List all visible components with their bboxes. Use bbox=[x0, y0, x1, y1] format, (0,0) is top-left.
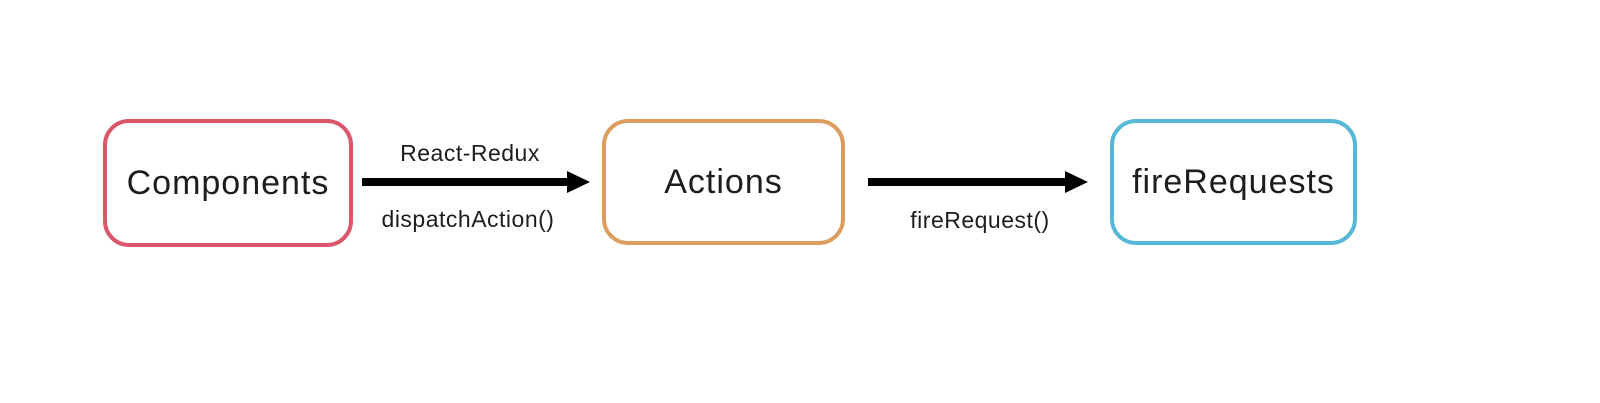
arrowhead-icon-actions-to-firerequests bbox=[1065, 171, 1088, 193]
node-actions-label: Actions bbox=[664, 162, 783, 201]
node-firerequests: fireRequests bbox=[1110, 119, 1357, 245]
node-components: Components bbox=[103, 119, 353, 247]
arrow-shaft-actions-to-firerequests bbox=[868, 178, 1066, 186]
node-actions: Actions bbox=[602, 119, 845, 245]
node-components-label: Components bbox=[126, 163, 330, 202]
arrow-shaft-components-to-actions bbox=[362, 178, 568, 186]
edge-label-react-redux: React-Redux bbox=[400, 140, 540, 166]
edge-label-dispatchaction: dispatchAction() bbox=[381, 206, 555, 232]
node-firerequests-label: fireRequests bbox=[1132, 162, 1335, 201]
arrowhead-icon-components-to-actions bbox=[567, 171, 590, 193]
edge-label-firerequest: fireRequest() bbox=[910, 207, 1050, 233]
